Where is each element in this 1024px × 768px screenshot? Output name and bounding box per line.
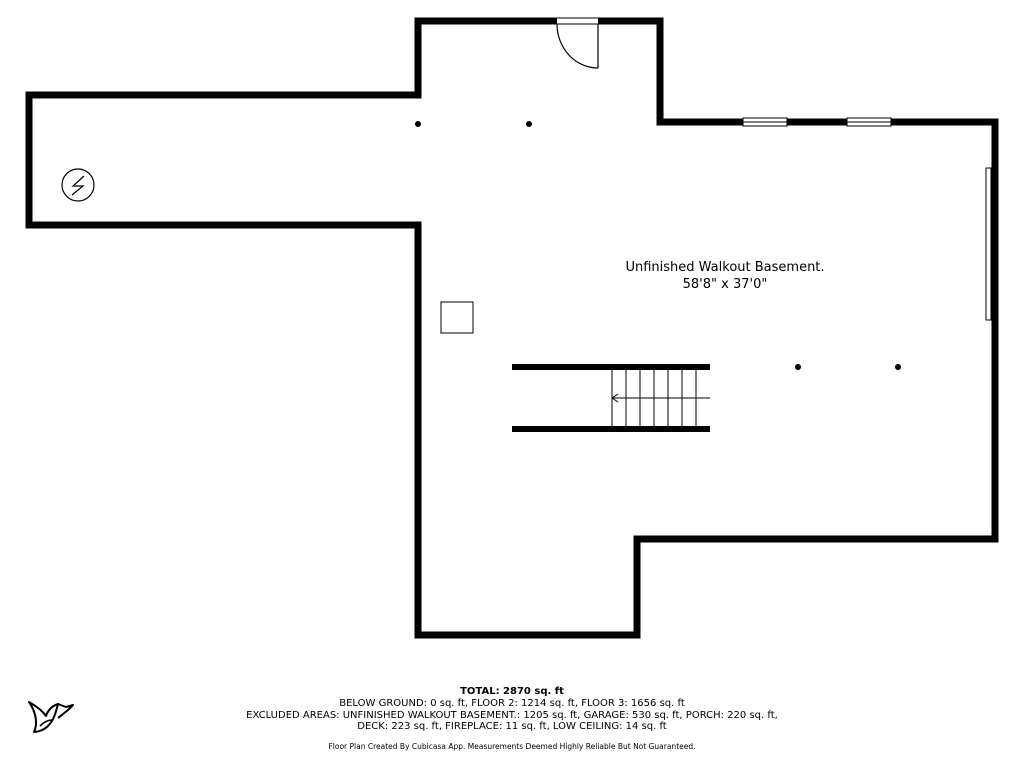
cubicasa-bird-logo [28, 701, 74, 733]
door [556, 17, 599, 69]
credit-line: Floor Plan Created By Cubicasa App. Meas… [328, 742, 696, 751]
staircase [512, 364, 710, 432]
fixture-square [440, 301, 474, 334]
floor-plan [25, 17, 999, 639]
window-1 [742, 117, 788, 127]
electrical-panel-icon [61, 168, 95, 202]
excluded-areas: EXCLUDED AREAS: UNFINISHED WALKOUT BASEM… [246, 710, 778, 721]
total-area: TOTAL: 2870 sq. ft [460, 686, 564, 697]
room-dimensions: 58'8" x 37'0" [682, 277, 768, 292]
room-name: Unfinished Walkout Basement. [625, 260, 825, 275]
post-1 [415, 121, 421, 127]
excluded-areas-continued: DECK: 223 sq. ft, FIREPLACE: 11 sq. ft, … [357, 721, 667, 732]
window-2 [846, 117, 892, 127]
post-4 [895, 364, 901, 370]
floor-areas: BELOW GROUND: 0 sq. ft, FLOOR 2: 1214 sq… [339, 698, 685, 709]
exterior-walls [25, 17, 999, 639]
post-3 [795, 364, 801, 370]
window-3 [985, 167, 992, 321]
post-2 [526, 121, 532, 127]
arrow-left-icon [611, 393, 619, 403]
